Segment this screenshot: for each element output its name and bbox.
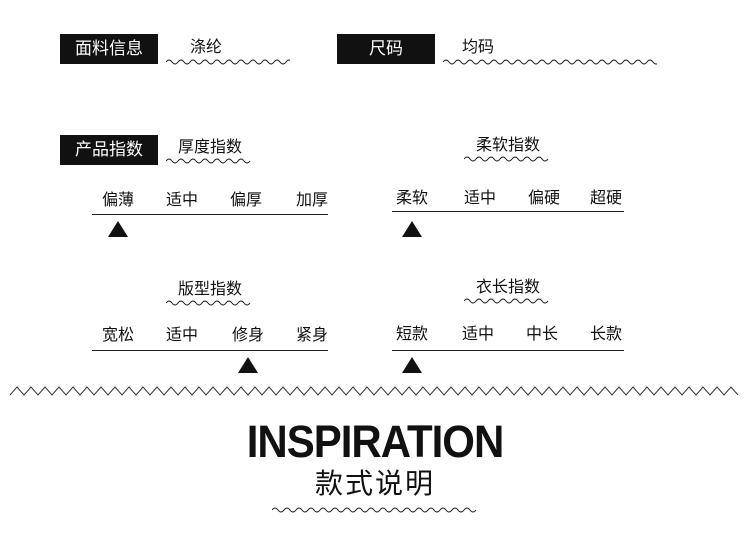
thickness-option: 偏厚 bbox=[229, 190, 262, 209]
size-value: 均码 bbox=[462, 37, 495, 56]
size-underline bbox=[443, 59, 657, 65]
thickness-option: 加厚 bbox=[295, 190, 328, 209]
thickness-option: 适中 bbox=[165, 190, 198, 209]
length-marker bbox=[402, 357, 422, 373]
length-option: 中长 bbox=[525, 324, 558, 343]
fabric-value: 涤纶 bbox=[190, 37, 223, 56]
thickness-marker bbox=[108, 221, 128, 237]
fabric-tag: 面料信息 bbox=[60, 34, 158, 64]
thickness-heading: 厚度指数 bbox=[177, 137, 242, 156]
softness-option: 偏硬 bbox=[527, 188, 560, 207]
fit-option: 适中 bbox=[165, 325, 198, 344]
length-scale-line bbox=[392, 350, 624, 351]
length-option: 长款 bbox=[589, 324, 622, 343]
size-tag: 尺码 bbox=[337, 34, 435, 64]
length-heading: 衣长指数 bbox=[475, 277, 540, 296]
fit-option: 宽松 bbox=[101, 325, 134, 344]
softness-scale-line bbox=[392, 211, 624, 212]
softness-heading-underline bbox=[464, 156, 549, 162]
fabric-underline bbox=[166, 59, 290, 65]
softness-option: 超硬 bbox=[589, 188, 622, 207]
section-divider bbox=[10, 386, 739, 396]
inspiration-subtitle: 款式说明 bbox=[314, 467, 435, 500]
length-option: 短款 bbox=[395, 324, 428, 343]
softness-option: 适中 bbox=[463, 188, 496, 207]
fit-option: 紧身 bbox=[295, 325, 328, 344]
fit-marker bbox=[238, 357, 258, 373]
softness-option: 柔软 bbox=[395, 188, 428, 207]
softness-marker bbox=[402, 221, 422, 237]
inspiration-underline bbox=[272, 507, 477, 513]
thickness-option: 偏薄 bbox=[101, 190, 134, 209]
fit-heading-underline bbox=[166, 300, 251, 306]
fit-option: 修身 bbox=[231, 325, 264, 344]
thickness-scale-line bbox=[92, 214, 328, 215]
fit-scale-line bbox=[92, 350, 328, 351]
softness-heading: 柔软指数 bbox=[475, 135, 540, 154]
thickness-heading-underline bbox=[166, 158, 251, 164]
length-option: 适中 bbox=[461, 324, 494, 343]
indices-tag: 产品指数 bbox=[60, 135, 158, 165]
inspiration-title: INSPIRATION bbox=[246, 416, 505, 467]
length-heading-underline bbox=[464, 298, 549, 304]
fit-heading: 版型指数 bbox=[177, 279, 242, 298]
